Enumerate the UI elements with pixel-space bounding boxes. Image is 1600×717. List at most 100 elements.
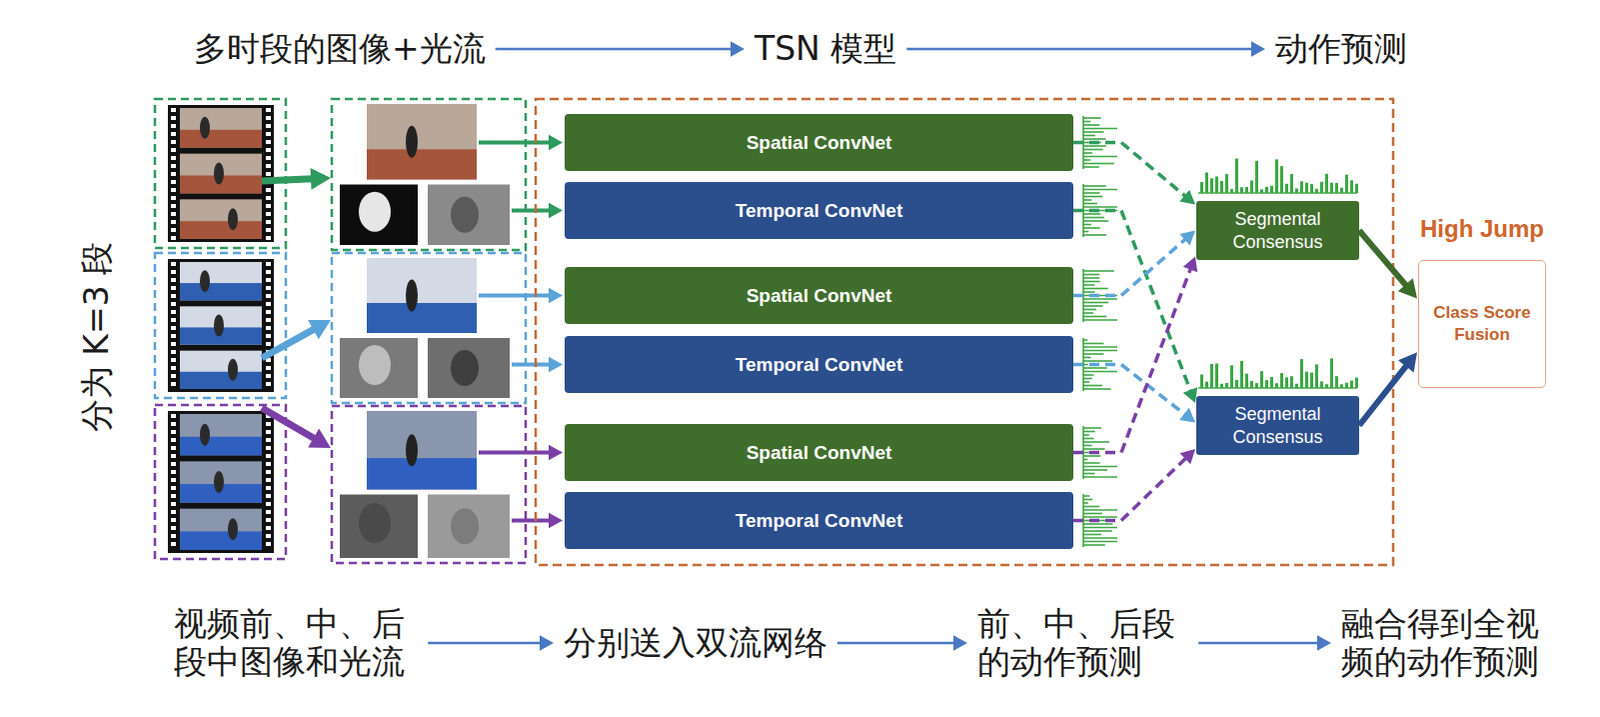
video-frame-ground bbox=[179, 282, 262, 300]
sprocket-hole bbox=[265, 365, 271, 370]
score-bar bbox=[1083, 212, 1101, 215]
score-bar bbox=[1083, 165, 1100, 168]
score-bar bbox=[1083, 384, 1103, 387]
score-bar bbox=[1255, 382, 1259, 388]
score-bar bbox=[1350, 179, 1354, 193]
score-bar bbox=[1280, 165, 1284, 193]
score-bar bbox=[1083, 318, 1118, 321]
flow-step: 视频前、中、后 段中图像和光流 bbox=[173, 604, 418, 681]
sprocket-hole bbox=[265, 461, 271, 466]
connector bbox=[427, 634, 554, 650]
score-bar bbox=[1270, 376, 1274, 388]
flow-blob bbox=[450, 349, 479, 386]
temporal-convnet-text: Temporal ConvNet bbox=[735, 353, 904, 376]
flow-step-text: 前、中、后段 的动作预测 bbox=[977, 604, 1189, 681]
score-bar bbox=[1083, 134, 1096, 137]
score-bar bbox=[1205, 381, 1209, 388]
sprocket-hole bbox=[170, 269, 176, 274]
sprocket-hole bbox=[170, 541, 176, 546]
flow-blob bbox=[450, 196, 479, 233]
score-bar bbox=[1083, 130, 1105, 133]
score-bar bbox=[1340, 187, 1344, 193]
score-bar bbox=[1083, 512, 1103, 515]
sprocket-hole bbox=[170, 203, 176, 208]
optical-flow-x bbox=[339, 337, 418, 398]
sprocket-hole bbox=[265, 421, 271, 426]
spatial-convnet-text: Spatial ConvNet bbox=[746, 284, 893, 307]
connector-line bbox=[1073, 456, 1187, 520]
score-bar bbox=[1083, 223, 1092, 226]
sprocket-hole bbox=[170, 525, 176, 530]
score-bar bbox=[1320, 181, 1324, 193]
sprocket-hole bbox=[170, 533, 176, 538]
score-bar bbox=[1083, 301, 1109, 304]
segment-arrow-line bbox=[261, 178, 313, 181]
score-bar bbox=[1295, 383, 1299, 388]
sprocket-hole bbox=[265, 277, 271, 282]
score-bar bbox=[1083, 116, 1102, 119]
connector-line bbox=[906, 47, 1254, 51]
input-group-frame bbox=[331, 98, 526, 250]
sprocket-hole bbox=[170, 163, 176, 168]
input-arrow-line bbox=[478, 450, 551, 455]
input-arrow bbox=[511, 512, 563, 528]
sprocket-hole bbox=[170, 301, 176, 306]
sprocket-hole bbox=[265, 437, 271, 442]
connector-head bbox=[730, 40, 745, 56]
sprocket-hole bbox=[265, 309, 271, 314]
sprocket-hole bbox=[265, 115, 271, 120]
sprocket-hole bbox=[265, 453, 271, 458]
score-bar bbox=[1330, 182, 1334, 193]
score-bar bbox=[1300, 358, 1304, 388]
score-bar bbox=[1083, 543, 1106, 546]
connector bbox=[837, 634, 968, 650]
score-bar bbox=[1083, 120, 1091, 123]
video-frame bbox=[179, 508, 262, 550]
input-arrow-head bbox=[548, 512, 563, 528]
sprocket-hole bbox=[170, 461, 176, 466]
connector-line bbox=[1359, 230, 1408, 287]
score-bar bbox=[1260, 188, 1264, 193]
sprocket-hole bbox=[265, 533, 271, 538]
sprocket-hole bbox=[265, 333, 271, 338]
score-bar bbox=[1235, 379, 1239, 388]
sprocket-hole bbox=[170, 413, 176, 418]
video-frame bbox=[179, 460, 262, 502]
flow-step: 前、中、后段 的动作预测 bbox=[977, 604, 1189, 681]
score-bar bbox=[1083, 198, 1092, 201]
score-bar bbox=[1083, 297, 1118, 300]
athlete bbox=[405, 125, 418, 158]
score-bar bbox=[1083, 315, 1107, 318]
temporal-convnet-text: Temporal ConvNet bbox=[735, 509, 904, 532]
score-bar bbox=[1320, 380, 1324, 388]
score-bar bbox=[1083, 475, 1118, 478]
sprocket-hole bbox=[265, 429, 271, 434]
sprocket-hole bbox=[265, 317, 271, 322]
score-bar bbox=[1083, 468, 1108, 471]
score-bar bbox=[1280, 372, 1284, 388]
connector bbox=[1073, 448, 1196, 520]
flow-step-text: 分别送入双流网络 bbox=[563, 623, 828, 662]
input-group-frame bbox=[331, 405, 526, 563]
sprocket-hole bbox=[265, 445, 271, 450]
score-bar bbox=[1290, 173, 1294, 193]
connector bbox=[1073, 142, 1196, 205]
connector-head bbox=[1179, 407, 1196, 423]
score-bar bbox=[1083, 287, 1109, 290]
score-bar bbox=[1083, 345, 1118, 348]
sprocket-hole bbox=[265, 123, 271, 128]
fusion-box: High JumpClass Score Fusion bbox=[1418, 259, 1547, 388]
temporal-convnet: Temporal ConvNet bbox=[564, 181, 1074, 239]
flow-step-text: 动作预测 bbox=[1275, 29, 1408, 68]
sprocket-hole bbox=[170, 445, 176, 450]
input-arrow-head bbox=[548, 202, 563, 218]
score-bar bbox=[1083, 158, 1091, 161]
flow-step: 多时段的图像+光流 bbox=[193, 29, 486, 68]
score-bar bbox=[1083, 151, 1093, 154]
segment-arrow-head bbox=[307, 427, 331, 448]
consensus-box: Segmental Consensus bbox=[1196, 200, 1360, 260]
rgb-frame-ground bbox=[366, 302, 477, 333]
score-bar bbox=[1083, 352, 1104, 355]
athlete bbox=[227, 517, 238, 540]
connector-head bbox=[1398, 277, 1418, 298]
